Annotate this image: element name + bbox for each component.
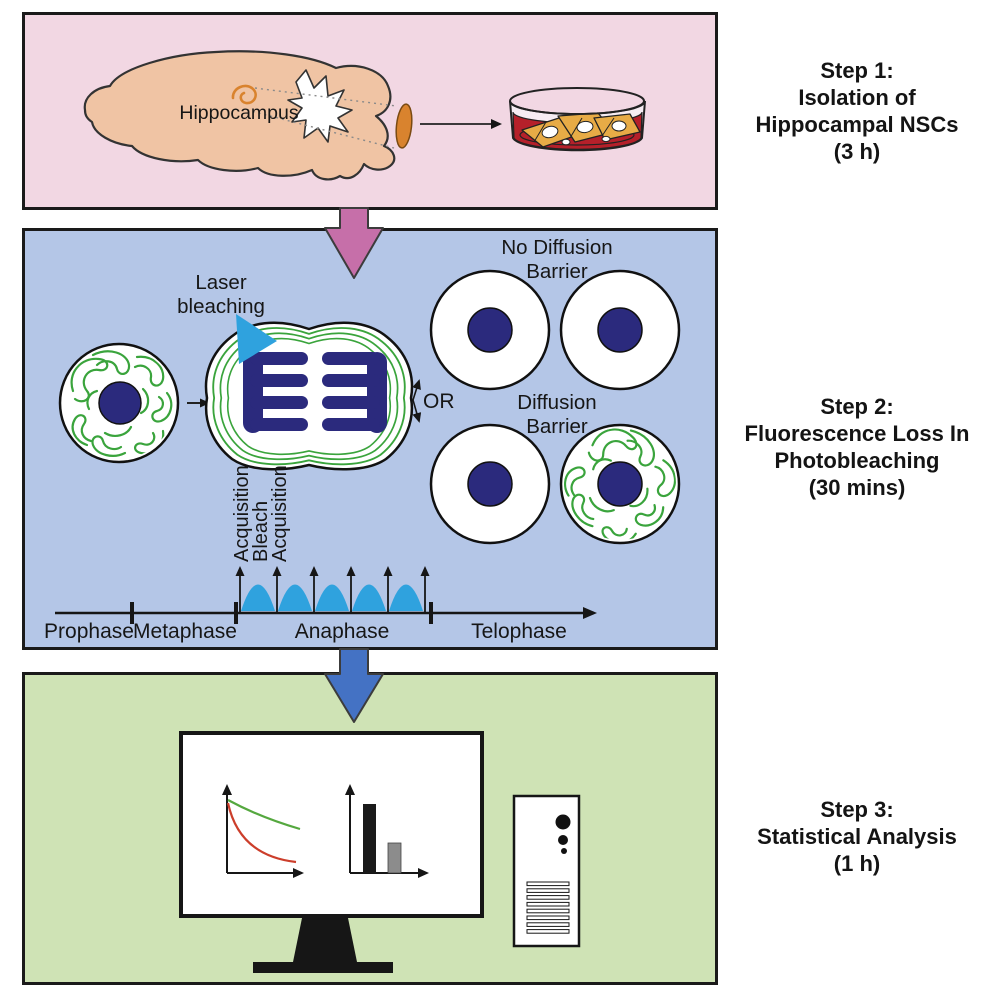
step3-title: Step 3: Statistical Analysis (1 h) xyxy=(718,796,996,877)
hippocampus-shape xyxy=(231,84,257,105)
diffusion-label-line2: Barrier xyxy=(526,415,588,438)
step1-title-line1: Step 1: xyxy=(820,58,894,83)
dividing-cell xyxy=(204,321,414,471)
step2-illustration: Laser bleaching OR No Diffusion Barrier … xyxy=(22,228,718,650)
bar-tall-black xyxy=(363,804,376,873)
no-diffusion-label-line1: No Diffusion xyxy=(501,236,612,259)
green-decay-curve xyxy=(227,799,301,831)
step3-title-line3: (1 h) xyxy=(833,851,881,876)
red-decay-curve xyxy=(226,802,297,864)
ventricle-shape xyxy=(287,69,353,143)
step2-title-line1: Step 2: xyxy=(820,394,894,419)
dish-rim xyxy=(509,87,645,115)
or-bracket xyxy=(412,379,422,423)
bar-chart xyxy=(345,784,429,878)
step1-illustration: Hippocampus xyxy=(22,12,718,210)
step1-title-line2: Isolation of xyxy=(798,85,916,110)
dissection-projection-lines xyxy=(246,87,397,149)
diffusion-label-line1: Diffusion xyxy=(517,391,596,414)
laser-label-line2: bleaching xyxy=(177,295,265,318)
power-button xyxy=(555,814,571,830)
slice-detail-lines xyxy=(533,117,615,143)
step2-title-line2: Fluorescence Loss In xyxy=(744,421,970,446)
laser-triangle-icon xyxy=(236,314,277,364)
or-label: OR xyxy=(423,390,455,413)
computer-monitor xyxy=(179,731,484,973)
nucleus xyxy=(98,381,142,425)
step1-title-line4: (3 h) xyxy=(833,139,881,164)
acquisition2-label: Acquisition xyxy=(269,465,291,562)
no-diffusion-label-line2: Barrier xyxy=(526,260,588,283)
step2-title: Step 2: Fluorescence Loss In Photobleach… xyxy=(718,393,996,501)
hippocampus-label: Hippocampus xyxy=(179,102,298,124)
bleach-label: Bleach xyxy=(250,501,272,562)
barrier-cell-2 xyxy=(559,423,681,545)
step2-title-line4: (30 mins) xyxy=(808,475,906,500)
acquisition-arrows xyxy=(235,566,430,613)
step3-title-line2: Statistical Analysis xyxy=(757,824,957,849)
no-barrier-cell-1 xyxy=(429,269,551,391)
mitosis-timeline: Acquisition Bleach Acquisition Prophase … xyxy=(44,465,597,643)
brain-illustration xyxy=(83,50,413,181)
decay-line-chart xyxy=(222,784,304,878)
phase-label-anaphase: Anaphase xyxy=(295,620,390,643)
chromosome-comb-right xyxy=(322,352,387,433)
phase-label-metaphase: Metaphase xyxy=(133,620,237,643)
nucleus xyxy=(597,461,643,507)
slice-ventricle-holes xyxy=(541,120,627,146)
chromosome-comb-left xyxy=(243,352,308,433)
brain-slice xyxy=(395,103,413,149)
tower-vents xyxy=(526,881,570,934)
step1-title: Step 1: Isolation of Hippocampal NSCs (3… xyxy=(718,57,996,165)
step3-panel xyxy=(22,672,718,985)
phase-label-prophase: Prophase xyxy=(44,620,134,643)
step2-title-line3: Photobleaching xyxy=(774,448,940,473)
interphase-cell xyxy=(58,342,180,464)
bar-short-gray xyxy=(387,842,402,874)
tower-button-small xyxy=(561,848,567,854)
monitor-stand-neck xyxy=(293,918,357,962)
phase-label-telophase: Telophase xyxy=(471,620,567,643)
pc-tower xyxy=(512,794,581,948)
tower-button-medium xyxy=(558,835,568,845)
step3-title-line1: Step 3: xyxy=(820,797,894,822)
monitor-stand-base xyxy=(253,962,393,973)
timeline-ticks xyxy=(130,602,433,624)
step1-title-line3: Hippocampal NSCs xyxy=(755,112,959,137)
acquisition1-label: Acquisition xyxy=(231,465,253,562)
barrier-cell-1 xyxy=(429,423,551,545)
step1-panel: Hippocampus xyxy=(22,12,718,210)
step2-panel: Laser bleaching OR No Diffusion Barrier … xyxy=(22,228,718,650)
petri-dish xyxy=(509,87,646,152)
no-barrier-cell-2 xyxy=(559,269,681,391)
laser-label-line1: Laser xyxy=(195,271,246,294)
step3-illustration xyxy=(22,672,718,985)
bleach-cone-icons xyxy=(241,584,423,611)
